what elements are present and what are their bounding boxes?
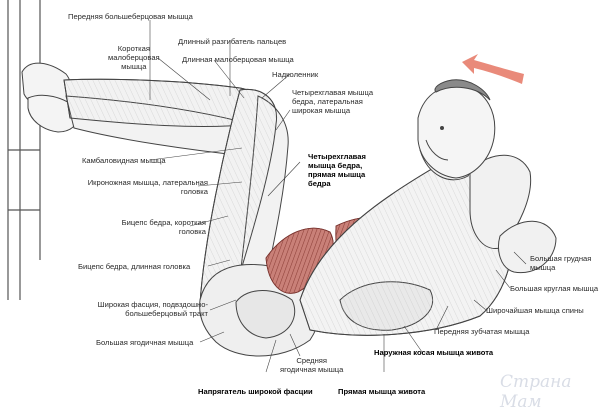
label-peroneus-brevis: Короткая малоберцовая мышца (108, 44, 160, 71)
label-iliotibial-tract: Широкая фасция, подвздошно- большеберцов… (97, 300, 208, 318)
label-quad-vastus-lateralis: Четырехглавая мышца бедра, латеральная ш… (292, 88, 374, 115)
wall-bars (7, 0, 41, 300)
torso (299, 161, 515, 336)
label-soleus: Камбаловидная мышца (82, 156, 166, 165)
muscle-illustration (7, 0, 557, 373)
site-watermark: Страна Мам (500, 372, 572, 412)
leader-lines (149, 20, 527, 373)
label-teres-major: Большая круглая мышца (510, 284, 599, 293)
head (417, 79, 496, 179)
label-quad-rectus-femoris: Четырехглавая мышца бедра, прямая мышца … (308, 152, 366, 188)
label-pectoralis-major: Большая грудная мышца (530, 254, 592, 272)
label-rectus-abdominis: Прямая мышца живота (338, 387, 426, 396)
label-ext-digitorum-longus: Длинный разгибатель пальцев (178, 37, 287, 46)
feet (21, 62, 80, 133)
label-tibialis-anterior: Передняя большеберцовая мышца (68, 12, 193, 21)
anatomy-diagram: Передняя большеберцовая мышца Длинный ра… (7, 0, 599, 412)
label-gastrocnemius-lateral: Икроножная мышца, латеральная головка (87, 178, 208, 196)
direction-arrow (462, 54, 524, 84)
label-patella: Надколенник (272, 70, 319, 79)
thighs (199, 88, 289, 316)
label-peroneus-longus: Длинная малоберцовая мышца (182, 55, 294, 64)
label-biceps-femoris-long: Бицепс бедра, длинная головка (78, 262, 191, 271)
label-latissimus-dorsi: Широчайшая мышца спины (486, 306, 584, 315)
label-external-oblique: Наружная косая мышца живота (374, 348, 494, 357)
label-gluteus-medius: Средняя ягодичная мышца (280, 356, 344, 374)
label-serratus-anterior: Передняя зубчатая мышца (434, 327, 530, 336)
label-tensor-fasciae-latae: Напрягатель широкой фасции (198, 387, 313, 396)
label-biceps-femoris-short: Бицепс бедра, короткая головка (121, 218, 206, 236)
label-gluteus-maximus: Большая ягодичная мышца (96, 338, 194, 347)
